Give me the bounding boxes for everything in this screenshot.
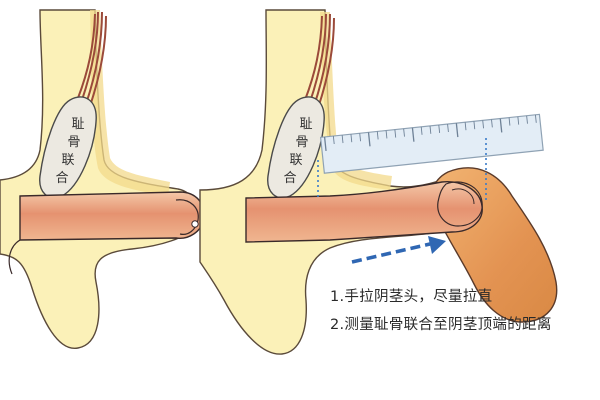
ruler-ticks bbox=[323, 114, 537, 151]
right-bone-label-3: 联 bbox=[289, 153, 302, 168]
instruction-step-2: 2.测量耻骨联合至阴茎顶端的距离 bbox=[330, 317, 552, 333]
right-glans bbox=[437, 181, 483, 227]
right-bone-label-2: 骨 bbox=[295, 135, 308, 150]
ruler-tick bbox=[491, 119, 493, 128]
ruler-tick bbox=[367, 132, 371, 147]
instruction-step-1: 1.手拉阴茎头，尽量拉直 bbox=[330, 289, 493, 305]
right-bone-label-4: 合 bbox=[283, 171, 296, 186]
pull-direction-arrow bbox=[351, 236, 446, 264]
left-scrotum-outline bbox=[8, 239, 21, 275]
ruler-tick bbox=[455, 123, 459, 138]
right-panel: 耻 骨 联 合 bbox=[199, 9, 558, 355]
left-panel: 耻 骨 联 合 bbox=[0, 9, 205, 349]
ruler-tick bbox=[429, 125, 432, 134]
ruler-tick bbox=[526, 115, 528, 124]
ruler-tick bbox=[394, 129, 397, 138]
left-muscle bbox=[77, 11, 107, 107]
ruler-tick bbox=[385, 130, 388, 139]
left-penis bbox=[19, 191, 205, 241]
left-fat-layer bbox=[90, 10, 170, 196]
left-bone-label-2: 骨 bbox=[67, 135, 80, 150]
right-pubic-bone bbox=[267, 96, 325, 199]
ruler-tick bbox=[403, 128, 405, 137]
right-fat-layer bbox=[320, 12, 392, 190]
left-bone-label-3: 联 bbox=[61, 153, 74, 168]
ruler-tick bbox=[464, 122, 467, 131]
ruler-tick bbox=[332, 136, 335, 145]
ruler-tick bbox=[499, 118, 503, 133]
ruler-tick bbox=[447, 124, 449, 133]
ruler-tick bbox=[438, 124, 441, 133]
ruler-tick bbox=[482, 120, 484, 129]
left-bone-label-1: 耻 bbox=[71, 117, 84, 132]
ruler-tick bbox=[359, 133, 362, 142]
right-penis bbox=[245, 181, 483, 243]
ruler-tick bbox=[350, 134, 353, 143]
ruler-tick bbox=[341, 135, 344, 144]
ruler-tick bbox=[376, 131, 379, 140]
ruler-tick bbox=[473, 121, 476, 130]
ruler-tick bbox=[508, 117, 511, 126]
left-glans bbox=[175, 199, 199, 235]
ruler-tick bbox=[517, 116, 520, 125]
right-muscle bbox=[304, 13, 335, 109]
ruler-tick bbox=[411, 127, 415, 142]
measuring-ruler bbox=[319, 113, 544, 174]
left-bone-label-4: 合 bbox=[55, 171, 68, 186]
right-bone-label-1: 耻 bbox=[299, 117, 312, 132]
ruler-tick bbox=[323, 136, 327, 151]
ruler-tick bbox=[534, 114, 537, 123]
ruler-tick bbox=[420, 126, 423, 135]
